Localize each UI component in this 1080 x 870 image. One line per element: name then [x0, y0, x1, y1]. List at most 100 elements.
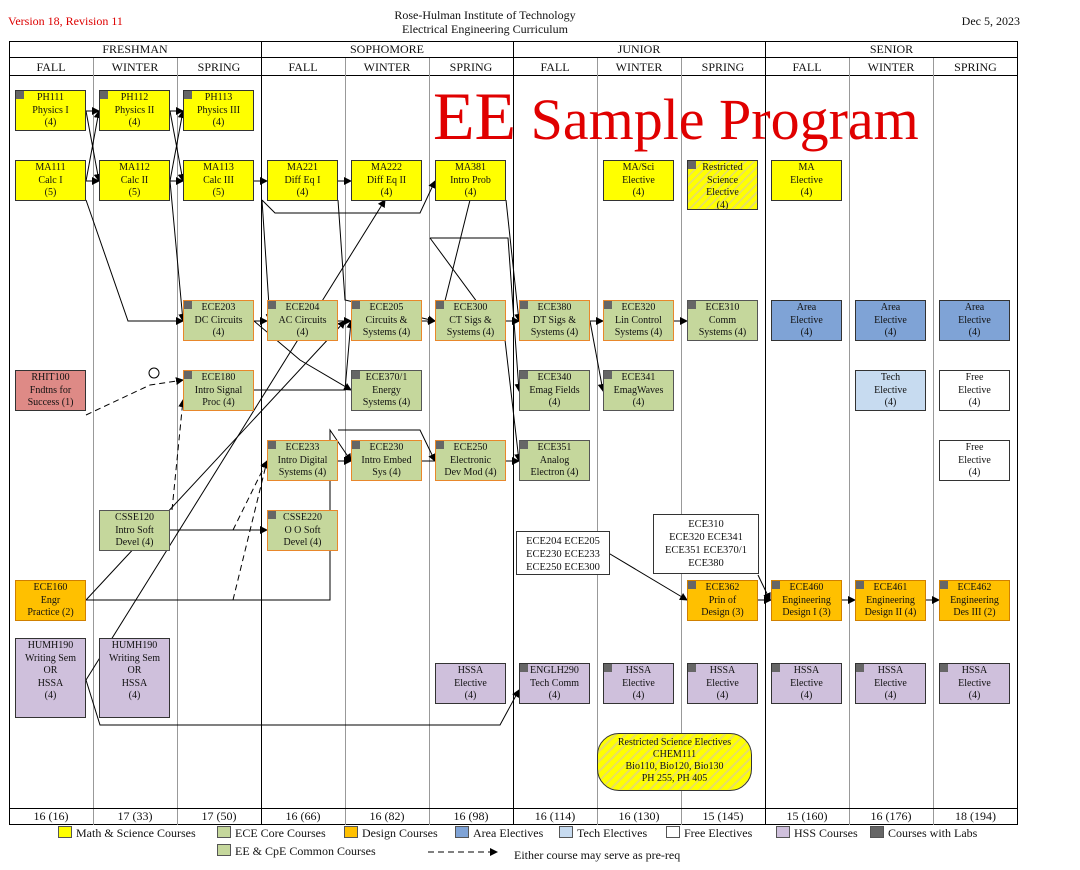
course-line: Writing Sem: [109, 652, 160, 664]
course-line: (4): [128, 117, 141, 128]
course-line: Systems (4): [362, 397, 411, 408]
course-line: Prin of: [708, 594, 737, 606]
course-line: Design I (3): [782, 607, 831, 618]
course-line: Intro Digital: [277, 454, 328, 466]
course-line: (4): [800, 327, 813, 338]
course-line: MA/Sci: [622, 162, 655, 173]
column-divider: [345, 58, 346, 825]
course-line: EmagWaves: [613, 384, 664, 396]
year-sophomore: SOPHOMORE: [261, 41, 513, 58]
term-header: FALL: [261, 58, 345, 76]
term-header: WINTER: [93, 58, 177, 76]
course-line: PH111: [36, 92, 65, 103]
course-line: (4): [884, 327, 897, 338]
course-line: DT Sigs &: [532, 314, 577, 326]
course-line: Intro Signal: [194, 384, 243, 396]
course-line: ECE362: [705, 582, 740, 593]
free-swatch: [666, 826, 680, 838]
course-line: Des III (2): [953, 607, 996, 618]
course-line: Dev Mod (4): [444, 467, 497, 478]
course-line: OR: [127, 665, 142, 676]
course-line: Area: [796, 302, 817, 313]
credit-cell: 16 (98): [453, 809, 489, 823]
year-freshman: FRESHMAN: [9, 41, 261, 58]
term-header: WINTER: [849, 58, 933, 76]
tech-swatch: [559, 826, 573, 838]
course-line: Tech: [880, 372, 901, 383]
legend-label: Courses with Labs: [888, 826, 978, 840]
term-header: SPRING: [681, 58, 765, 76]
course-line: Elective: [706, 677, 739, 689]
course-line: HSSA: [121, 677, 148, 689]
course-line: HSSA: [625, 665, 652, 676]
course-line: Lin Control: [615, 314, 662, 326]
design-swatch: [344, 826, 358, 838]
course-line: Elective: [790, 314, 823, 326]
course-line: Elective: [622, 677, 655, 689]
course-line: (4): [296, 327, 309, 338]
course-line: ECE461: [873, 582, 908, 593]
course-line: Intro Prob: [450, 174, 491, 186]
term-header: FALL: [513, 58, 597, 76]
credit-cell: 18 (194): [955, 809, 996, 823]
course-line: MA113: [203, 162, 234, 173]
course-line: Free: [965, 372, 984, 383]
course-line: Fndtns for: [29, 384, 72, 396]
legend-math: Math & Science Courses: [58, 826, 196, 840]
institute-header: Rose-Hulman Institute of Technology Elec…: [340, 8, 630, 36]
oval-line: Bio110, Bio120, Bio130: [625, 761, 724, 772]
course-line: ECE250: [453, 442, 488, 453]
course-line: MA: [798, 162, 815, 173]
column-divider: [849, 58, 850, 825]
course-line: ECE300: [453, 302, 488, 313]
credit-cell: 16 (16): [33, 809, 69, 823]
term-header: WINTER: [597, 58, 681, 76]
term-header: FALL: [765, 58, 849, 76]
course-line: (4): [800, 187, 813, 198]
course-line: Analog: [539, 454, 570, 466]
course-line: ECE203: [201, 302, 236, 313]
term-header: SPRING: [429, 58, 513, 76]
oval-line: Restricted Science Electives: [617, 737, 732, 748]
course-line: Electronic: [449, 454, 492, 466]
course-line: ECE320: [621, 302, 656, 313]
course-line: Diff Eq I: [284, 174, 321, 186]
version-label: Version 18, Revision 11: [8, 14, 123, 28]
legend-hss: HSS Courses: [776, 826, 858, 840]
course-line: Emag Fields: [529, 384, 580, 396]
course-line: (4): [968, 397, 981, 408]
credit-cell: 17 (50): [201, 809, 237, 823]
legend-label: Design Courses: [362, 826, 438, 840]
course-line: HSSA: [961, 665, 988, 676]
course-line: Physics I: [32, 104, 69, 116]
note-line: ECE380: [688, 558, 724, 569]
course-line: ECE462: [957, 582, 992, 593]
credit-cell: 16 (176): [870, 809, 912, 823]
course-line: ECE351: [537, 442, 572, 453]
course-line: Engineering: [866, 594, 915, 606]
course-line: ECE204: [285, 302, 320, 313]
course-line: Energy: [372, 384, 401, 396]
year-divider: [261, 41, 262, 825]
course-line: Elective: [958, 384, 991, 396]
course-line: (4): [968, 467, 981, 478]
course-line: Systems (4): [698, 327, 747, 338]
column-divider: [933, 58, 934, 825]
legend-label: Math & Science Courses: [76, 826, 196, 840]
course-line: (4): [212, 117, 225, 128]
column-divider: [681, 58, 682, 825]
course-line: ECE205: [369, 302, 404, 313]
course-line: PH113: [204, 92, 233, 103]
course-line: ECE230: [369, 442, 404, 453]
